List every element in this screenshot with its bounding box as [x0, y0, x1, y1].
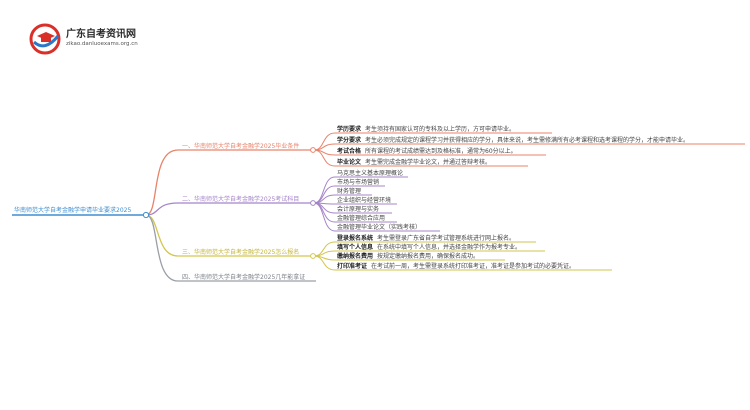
graduation-cap-icon	[29, 23, 61, 55]
site-domain: zikao.danluoexams.org.cn	[66, 41, 138, 47]
branch3-leaves: 登录报名系统考生需登录广东省自学考试管理系统进行网上报名。 填写个人信息在系统中…	[336, 234, 575, 270]
leaf-item: 考试合格所有课程的考试成绩需达到及格标准，通常为60分以上。	[337, 147, 517, 155]
leaf-item: 马克思主义基本原理概论	[337, 169, 403, 177]
branch1-leaves: 学历要求考生须持有国家认可的专科及以上学历，方可申请毕业。 学分要求考生必须完成…	[337, 125, 689, 166]
leaf-item: 金融管理毕业论文（实践考核）	[337, 223, 421, 231]
leaf-item: 学历要求考生须持有国家认可的专科及以上学历，方可申请毕业。	[337, 125, 515, 133]
branch4-label[interactable]: 四、华南师范大学自考金融学2025几年能拿证	[182, 273, 305, 281]
leaf-item: 填写个人信息在系统中填写个人信息，并选择金融学作为报考专业。	[337, 243, 521, 251]
branch1-label[interactable]: 一、华南师范大学自考金融学2025毕业条件	[182, 142, 299, 150]
leaf-item: 打印准考证在考试前一周，考生需登录系统打印准考证，准考证是参加考试的必要凭证。	[337, 262, 575, 270]
leaf-item: 缴纳报名费用按规定缴纳报名费用，确保报名成功。	[337, 252, 479, 260]
leaf-item: 会计原理与实务	[337, 205, 379, 213]
connector-root-branch2	[145, 202, 312, 216]
branch2-node-dot[interactable]	[310, 200, 316, 206]
leaf-item: 毕业论文考生需完成金融学毕业论文，并通过答辩考核。	[337, 158, 491, 166]
connector-root-branch4	[145, 214, 316, 282]
branch3-node-dot[interactable]	[310, 253, 316, 259]
leaf-item: 财务管理	[337, 187, 361, 195]
branch2-leaves: 马克思主义基本原理概论 市场与市场营销 财务管理 企业组织与经营环境 会计原理与…	[337, 169, 421, 231]
root-label[interactable]: 华南师范大学自考金融学申请毕业要求2025	[14, 206, 131, 214]
leaf-item: 市场与市场营销	[337, 178, 379, 186]
branch3-label[interactable]: 三、华南师范大学自考金融学2025怎么报名	[182, 248, 299, 256]
branch1-node-dot[interactable]	[310, 147, 316, 153]
leaf-item: 登录报名系统考生需登录广东省自学考试管理系统进行网上报名。	[336, 234, 515, 242]
site-logo[interactable]: 广东自考资讯网 zikao.danluoexams.org.cn	[28, 22, 228, 56]
leaf-item: 企业组织与经营环境	[337, 196, 391, 204]
site-title: 广东自考资讯网	[66, 29, 136, 40]
connector-root-branch1	[145, 149, 312, 216]
branch2-label[interactable]: 二、华南师范大学自考金融学2025考试科目	[182, 195, 299, 203]
root-node-dot[interactable]	[142, 211, 150, 219]
leaf-item: 学分要求考生必须完成规定的课程学习并获得相应的学分，具体来说，考生需修满所有必考…	[337, 136, 689, 144]
leaf-item: 金融管理综合应用	[337, 214, 385, 222]
